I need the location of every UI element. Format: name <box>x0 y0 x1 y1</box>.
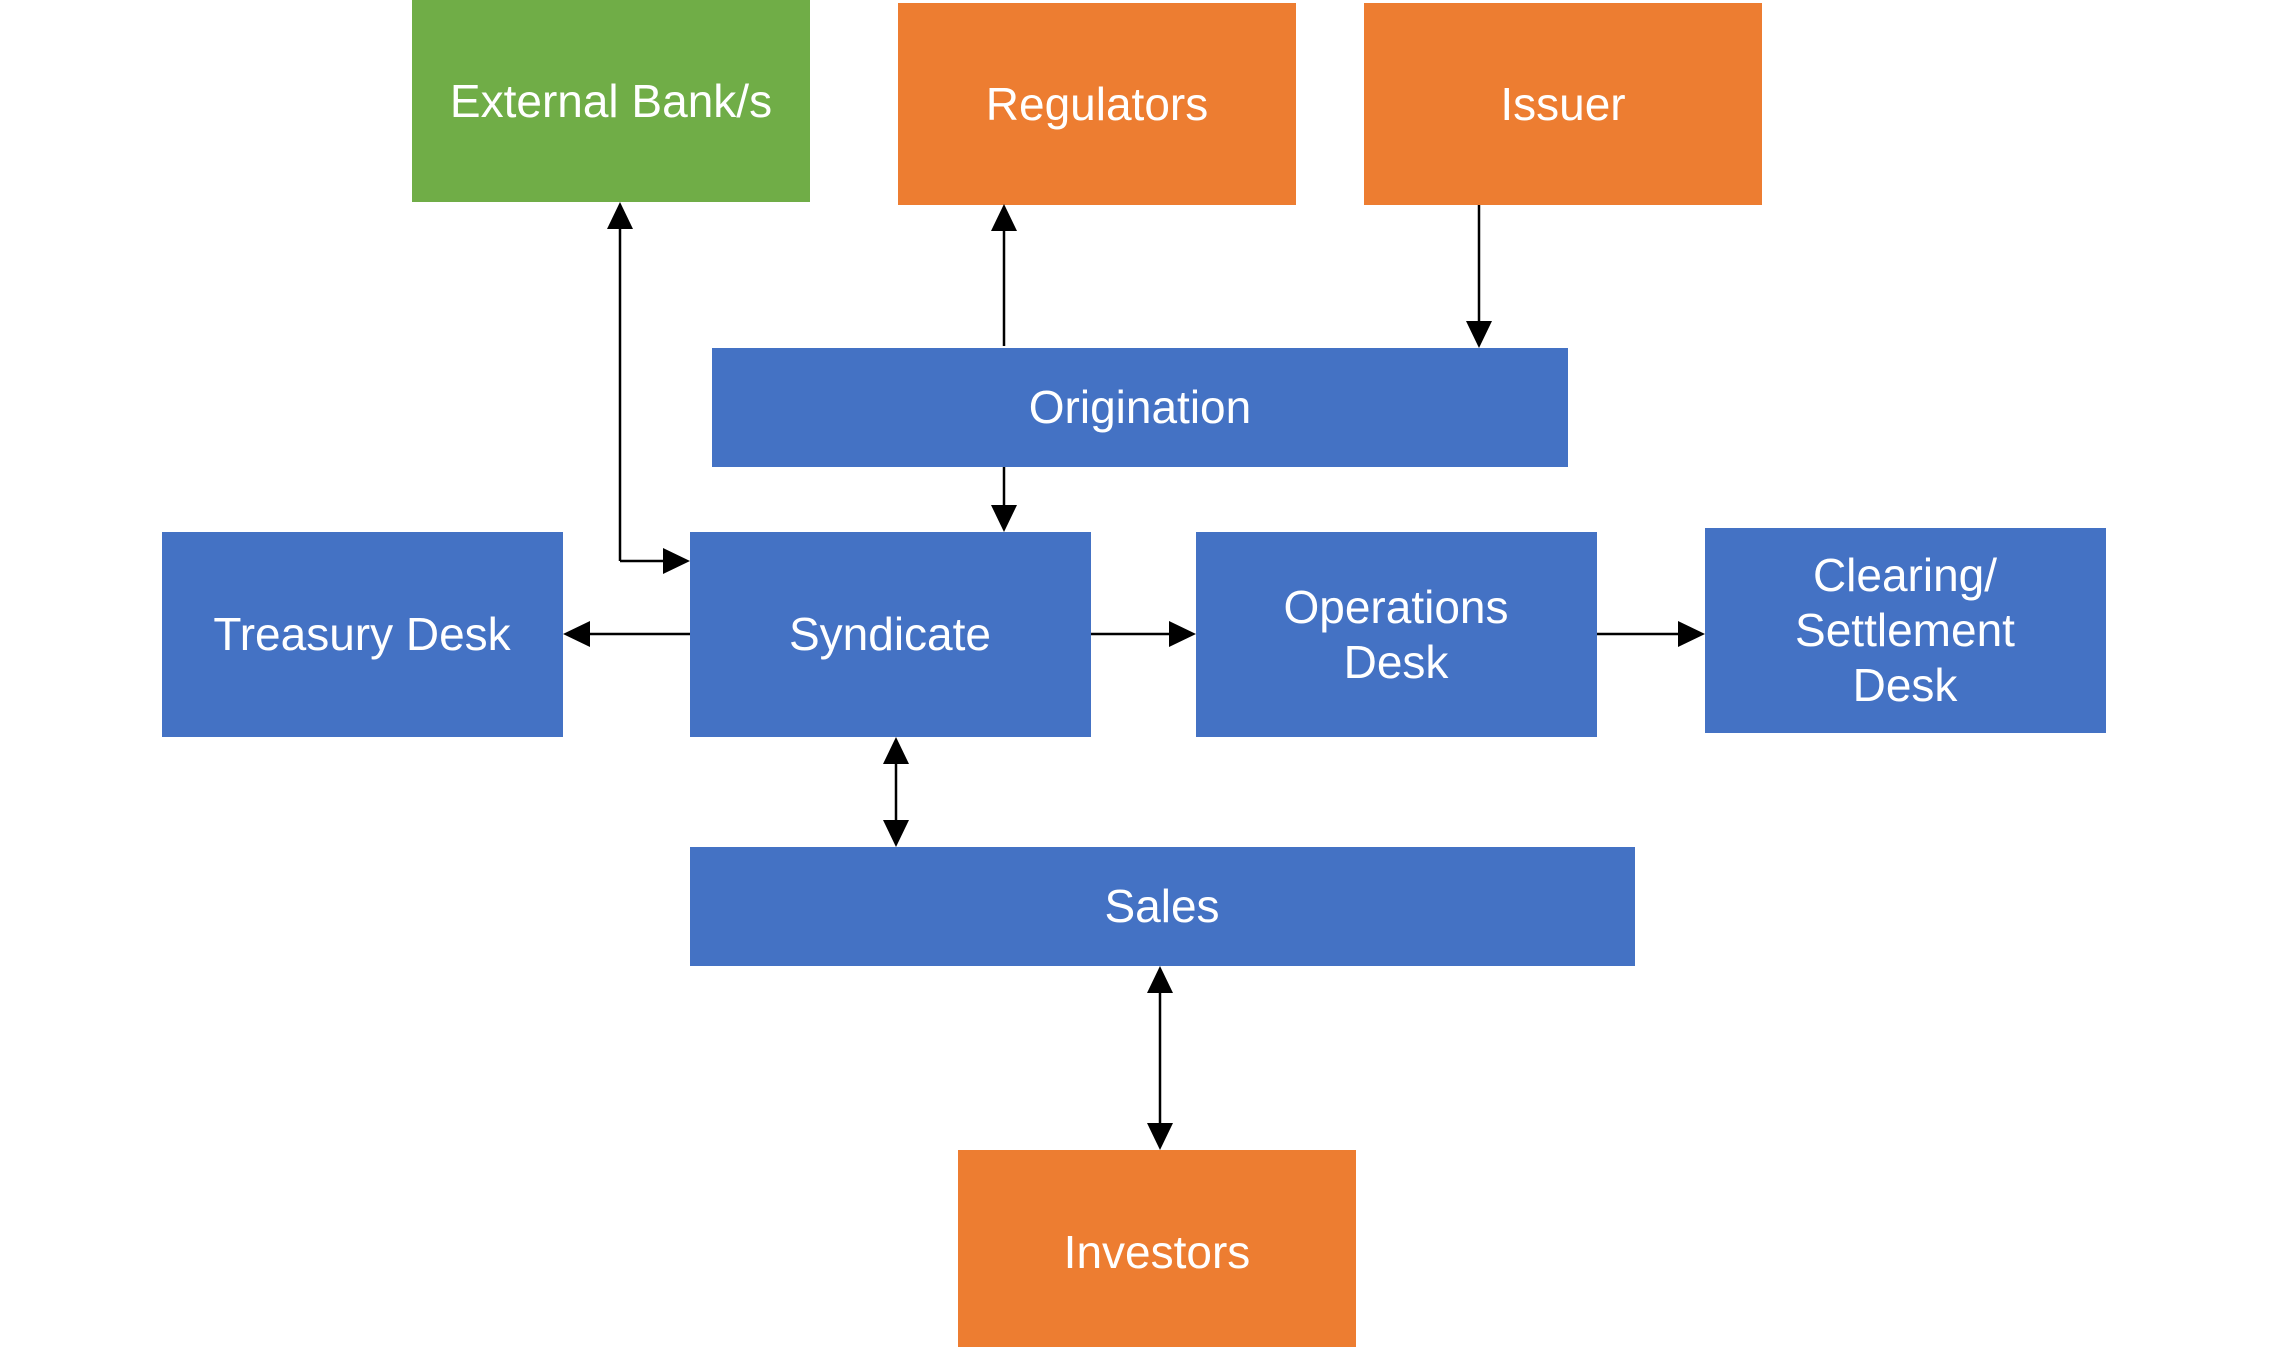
edge-origination-to-regulators <box>991 204 1017 346</box>
arrowhead <box>1147 1123 1173 1150</box>
regulators-label: Regulators <box>986 78 1208 130</box>
clearing-settlement-label-line-3: Desk <box>1853 659 1959 711</box>
issuer-node: Issuer <box>1364 3 1762 205</box>
issuer-label: Issuer <box>1500 78 1625 130</box>
investors-node: Investors <box>958 1150 1356 1347</box>
external-bank-node: External Bank/s <box>412 0 810 202</box>
origination-node: Origination <box>712 348 1568 467</box>
treasury-desk-label: Treasury Desk <box>213 608 511 660</box>
regulators-node: Regulators <box>898 3 1296 205</box>
edge-operations-to-clearing-settlement <box>1597 621 1705 647</box>
arrowhead <box>991 505 1017 532</box>
operations-desk-label-line-1: Operations <box>1283 581 1508 633</box>
arrowhead <box>991 204 1017 231</box>
edge-syndicate-to-operations-desk <box>1091 621 1196 647</box>
clearing-settlement-label-line-2: Settlement <box>1795 604 2015 656</box>
edge-sales-investors <box>1147 966 1173 1150</box>
arrowhead <box>1147 966 1173 993</box>
arrowhead <box>607 202 633 229</box>
arrowhead <box>1169 621 1196 647</box>
arrowhead <box>1678 621 1705 647</box>
arrowhead <box>1466 321 1492 348</box>
arrowhead <box>883 820 909 847</box>
arrowhead <box>883 737 909 764</box>
edge-syndicate-external-bank <box>607 202 690 574</box>
sales-node: Sales <box>690 847 1635 966</box>
origination-label: Origination <box>1029 381 1251 433</box>
edge-syndicate-sales <box>883 737 909 847</box>
arrowhead <box>663 548 690 574</box>
edge-origination-to-syndicate <box>991 467 1017 532</box>
arrowhead <box>563 621 590 647</box>
syndicate-node: Syndicate <box>690 532 1091 737</box>
external-bank-label: External Bank/s <box>450 75 772 127</box>
treasury-desk-node: Treasury Desk <box>162 532 563 737</box>
sales-label: Sales <box>1104 880 1219 932</box>
investors-label: Investors <box>1064 1226 1251 1278</box>
operations-desk-label-line-2: Desk <box>1344 636 1450 688</box>
syndicate-label: Syndicate <box>789 608 991 660</box>
edge-issuer-to-origination <box>1466 205 1492 348</box>
edge-syndicate-to-treasury-desk <box>563 621 690 647</box>
clearing-settlement-desk-node: Clearing/ Settlement Desk <box>1705 528 2106 733</box>
operations-desk-node: Operations Desk <box>1196 532 1597 737</box>
clearing-settlement-label-line-1: Clearing/ <box>1813 549 1997 601</box>
